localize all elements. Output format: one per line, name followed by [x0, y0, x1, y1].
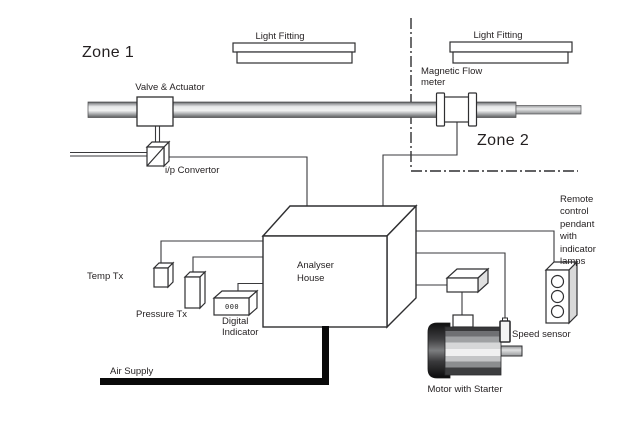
- pressure-tx-label: Pressure Tx: [136, 309, 188, 320]
- temp-tx-wire: [160, 240, 263, 266]
- analyser-house-label: Analyser House: [297, 260, 334, 284]
- zone1-label: Zone 1: [82, 44, 135, 61]
- remote-pendant-label: Remote control pendant with indicator la…: [560, 194, 596, 268]
- digital-indicator-icon: [212, 289, 259, 317]
- zone-boundary-line: [410, 18, 578, 172]
- speed-sensor-label: Speed sensor: [512, 329, 571, 340]
- digital-indicator-wire: [237, 282, 263, 291]
- magnetic-flow-meter-label: Magnetic Flow meter: [421, 66, 483, 88]
- flow-meter-signal-wire: [382, 122, 458, 207]
- magnetic-flow-meter-icon: [435, 92, 478, 127]
- analyser-house-icon: [261, 204, 418, 329]
- light-fitting-left-label: Light Fitting: [255, 31, 305, 42]
- indicator-lamp-icon: [550, 274, 565, 289]
- starter-box-icon: [445, 267, 490, 294]
- remote-pendant-icon: [544, 260, 579, 325]
- speed-sensor-icon: [499, 317, 511, 343]
- ip-convertor-label: i/p Convertor: [165, 165, 220, 176]
- pressure-tx-icon: [183, 270, 207, 310]
- process-pipe: [87, 101, 582, 118]
- light-fitting-right-label: Light Fitting: [473, 30, 523, 41]
- speed-sensor-wire: [403, 252, 506, 320]
- digital-display-value: 000: [225, 303, 240, 311]
- motor-label: Motor with Starter: [427, 384, 503, 395]
- zone2-label: Zone 2: [477, 132, 530, 149]
- air-supply-pipe: [100, 326, 329, 385]
- pressure-tx-wire: [192, 256, 263, 276]
- motor-icon: [427, 314, 523, 379]
- valve-actuator-label: Valve & Actuator: [135, 82, 205, 93]
- indicator-lamp-icon: [550, 304, 565, 319]
- digital-indicator-label: Digital Indicator: [222, 316, 259, 338]
- temp-tx-label: Temp Tx: [87, 271, 124, 282]
- pendant-wire: [402, 230, 555, 264]
- light-fitting-left-icon: [232, 42, 356, 64]
- air-supply-label: Air Supply: [110, 366, 154, 377]
- pneumatic-signal-line: [70, 151, 147, 157]
- light-fitting-right-icon: [449, 41, 573, 64]
- ip-convertor-signal-wire: [169, 156, 308, 207]
- temp-tx-icon: [152, 261, 175, 289]
- indicator-lamp-icon: [550, 289, 565, 304]
- valve-actuator-icon: [136, 96, 174, 146]
- ip-convertor-icon: [145, 140, 171, 168]
